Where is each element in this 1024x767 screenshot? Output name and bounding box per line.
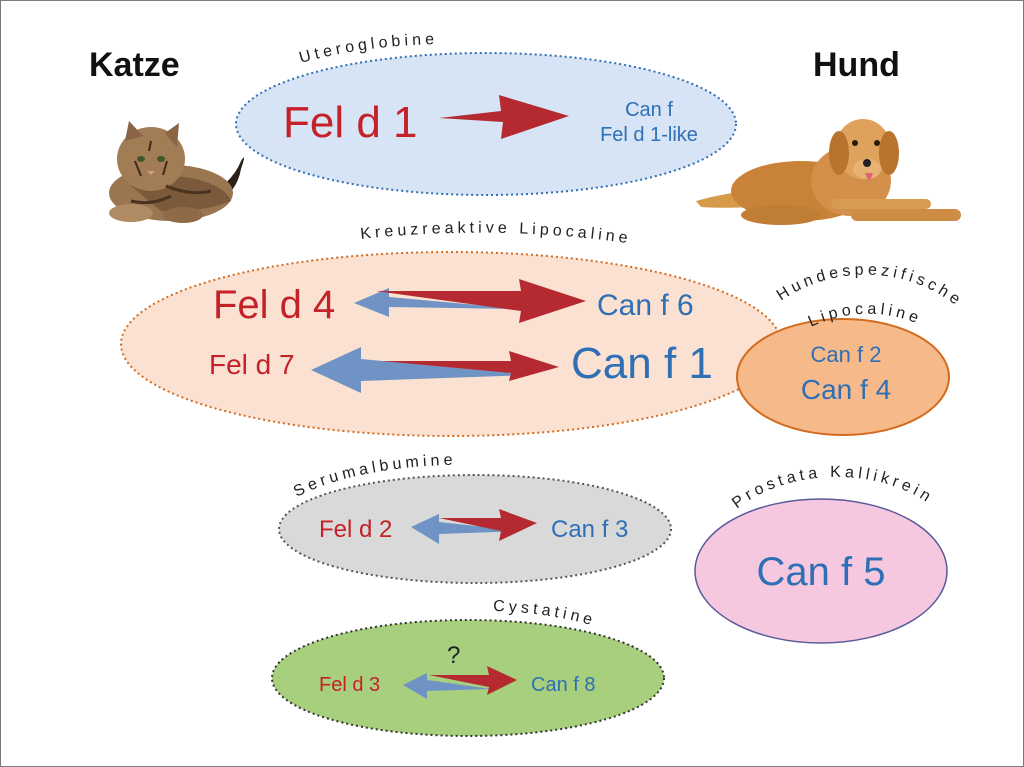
uteroglobine-arrow-red bbox=[439, 95, 569, 139]
cystatine-arrow-blue bbox=[403, 673, 491, 699]
uteroglobine-cat-allergen: Fel d 1 bbox=[283, 98, 418, 147]
dog-icon bbox=[696, 119, 961, 225]
lipocaline-row1-dog: Can f 6 bbox=[597, 289, 694, 322]
lipocaline-row2-cat: Fel d 7 bbox=[209, 349, 295, 380]
lipocaline-row2-arrow-red bbox=[381, 351, 559, 381]
kallikrein-dog: Can f 5 bbox=[757, 550, 886, 594]
serumalbumine-arrow-blue bbox=[411, 514, 521, 544]
lipocaline-row1-cat: Fel d 4 bbox=[213, 283, 335, 327]
lipocaline-row1-arrow-red bbox=[376, 279, 586, 323]
hundespezifisch-ellipse bbox=[736, 318, 950, 436]
serumalbumine-arrow-red bbox=[439, 509, 537, 541]
cystatine-cat: Fel d 3 bbox=[319, 674, 380, 696]
hundespezifisch-dog1: Can f 2 bbox=[811, 342, 882, 367]
cystatine-question: ? bbox=[447, 642, 460, 669]
cat-label: Katze bbox=[89, 46, 180, 84]
lipocaline-row1-arrow-blue bbox=[354, 288, 521, 317]
uteroglobine-ellipse bbox=[235, 52, 737, 196]
serumalbumine-dog: Can f 3 bbox=[551, 516, 628, 543]
lipocaline-row2-dog: Can f 1 bbox=[571, 339, 713, 388]
kallikrein-ellipse bbox=[694, 498, 948, 644]
dog-label: Hund bbox=[813, 46, 900, 84]
uteroglobine-dog-line1: Can f bbox=[625, 99, 673, 121]
uteroglobine-dog-line2: Fel d 1-like bbox=[600, 124, 698, 146]
cystatine-dog: Can f 8 bbox=[531, 674, 595, 696]
serumalbumine-cat: Fel d 2 bbox=[319, 516, 392, 543]
cystatine-arrow-red bbox=[429, 666, 517, 695]
cat-icon bbox=[109, 121, 244, 223]
lipocaline-row2-arrow-blue bbox=[311, 347, 531, 393]
hundespezifisch-dog2: Can f 4 bbox=[801, 374, 891, 405]
lipocaline-title: Kreuzreaktive Lipocaline bbox=[360, 220, 633, 248]
